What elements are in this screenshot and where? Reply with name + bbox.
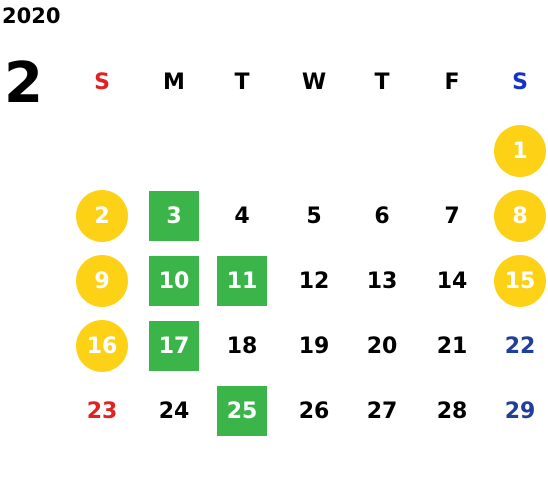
day-7[interactable]: 7	[444, 203, 460, 229]
day-15[interactable]: 15	[494, 255, 546, 307]
day-21[interactable]: 21	[436, 333, 468, 359]
day-5[interactable]: 5	[306, 203, 322, 229]
day-12[interactable]: 12	[298, 268, 330, 294]
day-8[interactable]: 8	[494, 190, 546, 242]
day-26[interactable]: 26	[298, 398, 330, 424]
day-17[interactable]: 17	[149, 321, 199, 371]
day-23[interactable]: 23	[86, 398, 118, 424]
day-13[interactable]: 13	[366, 268, 398, 294]
weekday-thu: T	[374, 69, 390, 95]
day-25[interactable]: 25	[217, 386, 267, 436]
day-16[interactable]: 16	[76, 320, 128, 372]
month-number: 2	[4, 51, 43, 116]
day-24[interactable]: 24	[158, 398, 190, 424]
day-2[interactable]: 2	[76, 190, 128, 242]
weekday-tue: T	[234, 69, 250, 95]
day-29[interactable]: 29	[504, 398, 536, 424]
day-28[interactable]: 28	[436, 398, 468, 424]
day-11[interactable]: 11	[217, 256, 267, 306]
day-6[interactable]: 6	[374, 203, 390, 229]
day-20[interactable]: 20	[366, 333, 398, 359]
weekday-wed: W	[301, 69, 327, 95]
weekday-sat: S	[512, 69, 528, 95]
day-10[interactable]: 10	[149, 256, 199, 306]
day-18[interactable]: 18	[226, 333, 258, 359]
weekday-sun: S	[94, 69, 110, 95]
day-9[interactable]: 9	[76, 255, 128, 307]
day-14[interactable]: 14	[436, 268, 468, 294]
weekday-mon: M	[163, 69, 185, 95]
day-22[interactable]: 22	[504, 333, 536, 359]
day-27[interactable]: 27	[366, 398, 398, 424]
day-4[interactable]: 4	[234, 203, 250, 229]
year-label: 2020	[2, 4, 61, 28]
weekday-fri: F	[444, 69, 460, 95]
day-19[interactable]: 19	[298, 333, 330, 359]
day-3[interactable]: 3	[149, 191, 199, 241]
day-1[interactable]: 1	[494, 125, 546, 177]
